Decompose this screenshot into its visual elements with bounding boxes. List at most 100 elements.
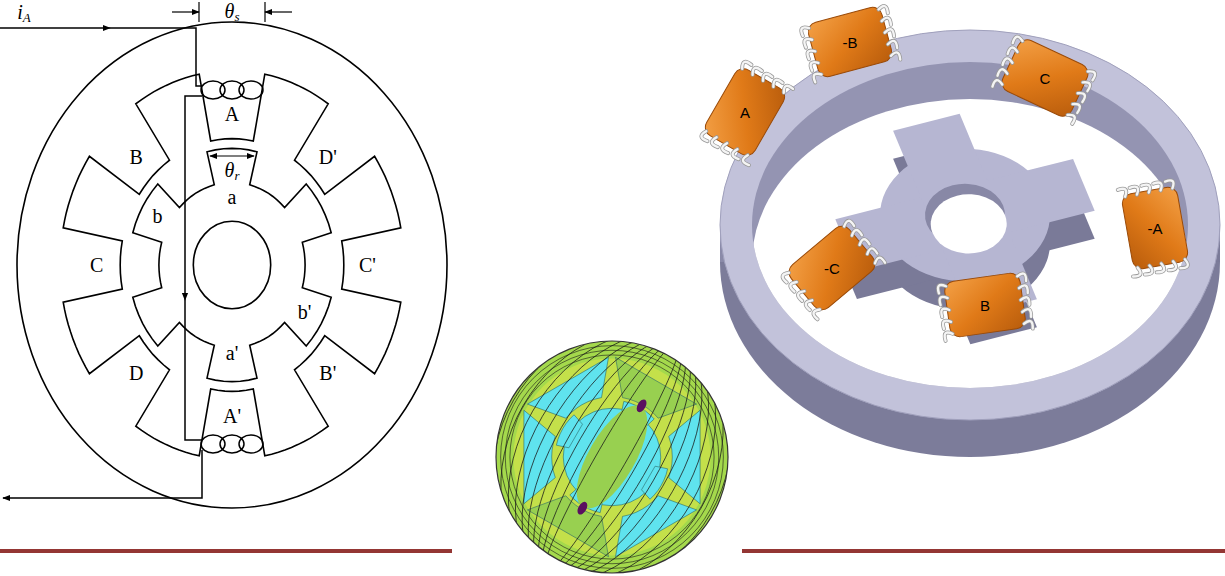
coil-end-turn bbox=[941, 308, 950, 317]
coil-body bbox=[702, 65, 788, 159]
dimension-marks bbox=[172, 2, 292, 156]
coil-end-turn bbox=[1020, 297, 1029, 306]
coil-end-turn bbox=[997, 68, 1008, 79]
coil-end-turn bbox=[874, 256, 886, 267]
flux-plot bbox=[447, 285, 777, 576]
coil-end-turn bbox=[751, 67, 762, 78]
coil-end-turn bbox=[878, 5, 888, 15]
coil-end-turn bbox=[858, 238, 870, 249]
coil-end-turn bbox=[1075, 91, 1086, 102]
stator-pole-label: C bbox=[90, 255, 103, 275]
coil-end-turn bbox=[1085, 70, 1096, 81]
flux-line bbox=[533, 334, 692, 576]
coil-end-turn bbox=[1017, 273, 1026, 282]
coil-end-turn bbox=[1179, 259, 1188, 269]
current-arrow bbox=[0, 27, 110, 29]
coil-end-turn bbox=[1012, 36, 1023, 47]
coil-end-turn bbox=[1019, 285, 1028, 294]
coil-label: -C bbox=[824, 261, 840, 276]
coil-end-turn bbox=[1024, 321, 1033, 330]
coil-end-turn bbox=[812, 308, 824, 319]
stator-pole-label: A' bbox=[223, 406, 241, 426]
coil-end-turn bbox=[1007, 47, 1018, 58]
dimension-arrow bbox=[210, 155, 254, 156]
coil-end-turn bbox=[1002, 57, 1013, 68]
coil-end-turn bbox=[1075, 91, 1086, 102]
shaft-hole bbox=[921, 187, 1017, 262]
dimension-label: θs bbox=[225, 1, 240, 24]
coil-end-turn bbox=[1024, 321, 1033, 330]
coil-end-turn bbox=[1080, 81, 1091, 92]
coil-end-turn bbox=[1065, 113, 1076, 124]
coil-end-turn bbox=[781, 271, 793, 282]
coil-end-turn bbox=[804, 38, 814, 48]
coil bbox=[800, 3, 901, 82]
coil-end-turn bbox=[731, 148, 742, 159]
coil-end-turn bbox=[700, 130, 711, 141]
coil-body bbox=[785, 222, 879, 314]
flux-line bbox=[456, 290, 767, 576]
coil-end-turn bbox=[772, 79, 783, 90]
stator-outline bbox=[17, 22, 447, 508]
coil-end-turn bbox=[1070, 102, 1081, 113]
coil-end-turn bbox=[1167, 261, 1176, 271]
coil-end-turn bbox=[797, 290, 809, 301]
stator-rotor-geometry bbox=[63, 74, 401, 456]
current-label: iA bbox=[17, 2, 31, 25]
coil-body bbox=[806, 5, 894, 79]
stator-poles bbox=[63, 74, 401, 456]
rotor-outline bbox=[133, 148, 331, 381]
coil-end-turn bbox=[1144, 265, 1153, 275]
coil-end-turn bbox=[807, 49, 817, 59]
motor-cross-section bbox=[0, 2, 447, 508]
coil-end-turn bbox=[1165, 180, 1174, 190]
coil-end-turn bbox=[711, 136, 722, 147]
coil-end-turn bbox=[711, 136, 722, 147]
coil-end-turn bbox=[782, 85, 793, 96]
coil-end-turn bbox=[939, 296, 948, 305]
coil-end-turn bbox=[804, 38, 814, 48]
dimension-arrow bbox=[172, 11, 199, 12]
coil-end-turn bbox=[992, 79, 1003, 90]
coil-end-turn bbox=[1085, 70, 1096, 81]
coil-end-turn bbox=[866, 247, 878, 258]
coil-end-turn bbox=[1153, 182, 1162, 192]
coil-end-turn bbox=[1144, 265, 1153, 275]
coil-end-turn bbox=[1002, 57, 1013, 68]
coils bbox=[699, 3, 1191, 340]
wire bbox=[3, 450, 202, 498]
flux-line bbox=[485, 307, 739, 576]
coil-end-turn bbox=[1118, 188, 1127, 198]
flux-line bbox=[504, 318, 720, 576]
coil-end-turn bbox=[797, 290, 809, 301]
coil-end-turn bbox=[1118, 188, 1127, 198]
coil-end-turn bbox=[782, 85, 793, 96]
coil-end-turn bbox=[731, 148, 742, 159]
coil-end-turn bbox=[1020, 297, 1029, 306]
coil-end-turn bbox=[890, 52, 900, 62]
coil-loop bbox=[220, 435, 244, 453]
wire bbox=[110, 28, 202, 86]
coil-end-turn bbox=[1132, 267, 1141, 277]
coil-end-turn bbox=[1167, 261, 1176, 271]
coil-end-turn bbox=[721, 142, 732, 153]
coil-loop bbox=[220, 81, 244, 99]
coil-end-turn bbox=[810, 61, 820, 71]
rotor-pole-label: b' bbox=[298, 302, 312, 322]
stator-pole-label: A bbox=[225, 104, 239, 124]
stator-pole-label: C' bbox=[359, 255, 376, 275]
coil bbox=[992, 34, 1097, 124]
coil bbox=[937, 271, 1033, 341]
coil-end-turn bbox=[1132, 267, 1141, 277]
coil-end-turn bbox=[742, 154, 753, 165]
phase-winding bbox=[0, 28, 263, 498]
coil-end-turn bbox=[761, 73, 772, 84]
coil-body bbox=[999, 37, 1092, 120]
wire bbox=[185, 96, 202, 300]
coil-end-turn bbox=[843, 220, 855, 231]
coil-end-turn bbox=[1130, 186, 1139, 196]
saturation-spot bbox=[635, 398, 649, 414]
coil-end-turn bbox=[1179, 259, 1188, 269]
coil-end-turn bbox=[941, 308, 950, 317]
